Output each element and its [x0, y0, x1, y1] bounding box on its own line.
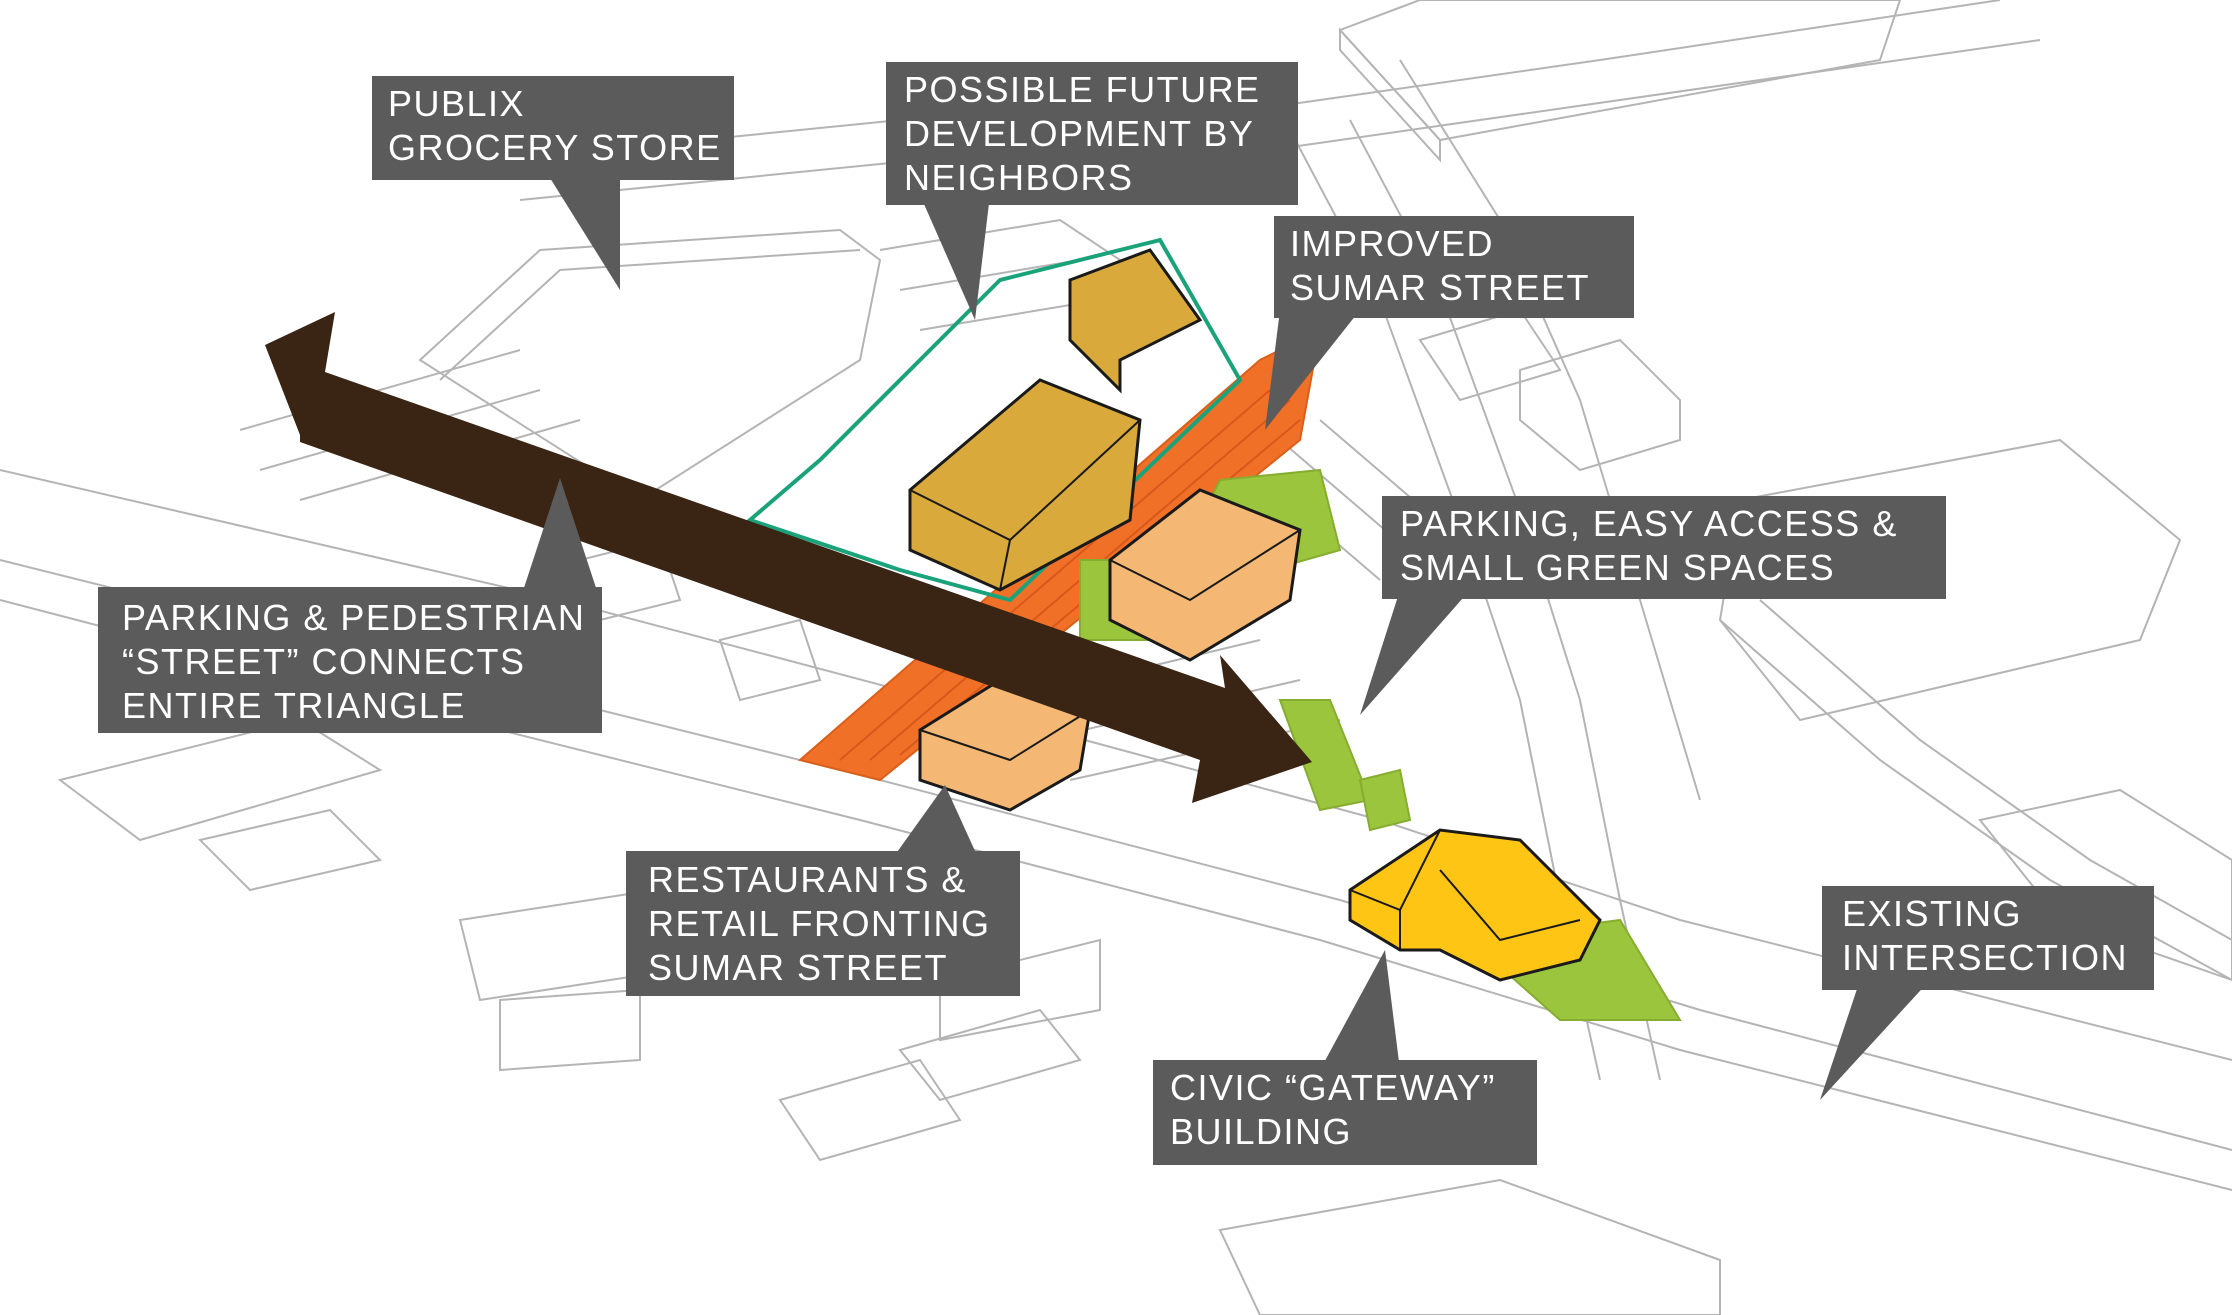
buildings — [908, 248, 1602, 982]
callout-parking-green-line-1: PARKING, EASY ACCESS & — [1400, 503, 1898, 544]
callout-restaurants-retail-line-3: SUMAR STREET — [648, 947, 948, 988]
civic-gateway-building — [1348, 828, 1602, 982]
callout-pedestrian-street: PARKING & PEDESTRIAN “STREET” CONNECTS E… — [98, 478, 602, 733]
callout-existing-intersection: EXISTING INTERSECTION — [1820, 886, 2154, 1100]
callout-restaurants-retail-box — [626, 851, 1020, 996]
callout-restaurants-retail-line-2: RETAIL FRONTING — [648, 903, 991, 944]
callouts: PUBLIX GROCERY STORE POSSIBLE FUTURE DEV… — [98, 62, 2154, 1165]
retail-building-north — [1108, 488, 1302, 662]
callout-improved-street: IMPROVED SUMAR STREET — [1265, 216, 1634, 430]
callout-parking-green-pointer — [1360, 590, 1470, 715]
callout-pedestrian-street-box — [98, 587, 602, 733]
callout-future-development: POSSIBLE FUTURE DEVELOPMENT BY NEIGHBORS — [886, 62, 1298, 320]
callout-publix-line-2: GROCERY STORE — [388, 127, 722, 168]
pedestrian-connection-arrow — [265, 312, 1312, 803]
callout-future-development-line-2: DEVELOPMENT BY — [904, 113, 1254, 154]
callout-existing-intersection-pointer — [1820, 980, 1930, 1100]
callout-publix-pointer — [545, 170, 620, 290]
callout-pedestrian-street-line-2: “STREET” CONNECTS — [122, 641, 526, 682]
callout-improved-street-box — [1274, 216, 1634, 318]
callout-future-development-line-1: POSSIBLE FUTURE — [904, 69, 1261, 110]
callout-future-development-pointer — [920, 195, 990, 320]
callout-pedestrian-street-pointer — [520, 478, 600, 600]
callout-improved-street-line-2: SUMAR STREET — [1290, 267, 1590, 308]
callout-restaurants-retail-pointer — [890, 785, 980, 862]
mixed-use-building — [908, 378, 1142, 592]
callout-restaurants-retail-line-1: RESTAURANTS & — [648, 859, 967, 900]
callout-publix-line-1: PUBLIX — [388, 83, 525, 124]
callout-civic-gateway-line-1: CIVIC “GATEWAY” — [1170, 1067, 1496, 1108]
callout-pedestrian-street-line-3: ENTIRE TRIANGLE — [122, 685, 466, 726]
callout-civic-gateway-box — [1153, 1060, 1537, 1165]
callout-civic-gateway-pointer — [1320, 950, 1400, 1070]
callout-civic-gateway-line-2: BUILDING — [1170, 1111, 1352, 1152]
callout-future-development-line-3: NEIGHBORS — [904, 157, 1134, 198]
callout-improved-street-pointer — [1265, 310, 1360, 430]
callout-existing-intersection-box — [1822, 886, 2154, 990]
callout-future-development-box — [886, 62, 1298, 205]
callout-civic-gateway: CIVIC “GATEWAY” BUILDING — [1153, 950, 1537, 1165]
callout-restaurants-retail: RESTAURANTS & RETAIL FRONTING SUMAR STRE… — [626, 785, 1020, 996]
callout-parking-green-box — [1382, 496, 1946, 599]
callout-parking-green-line-2: SMALL GREEN SPACES — [1400, 547, 1835, 588]
callout-improved-street-line-1: IMPROVED — [1290, 223, 1494, 264]
callout-publix-box — [372, 76, 734, 180]
callout-existing-intersection-line-2: INTERSECTION — [1842, 937, 2128, 978]
callout-parking-green: PARKING, EASY ACCESS & SMALL GREEN SPACE… — [1360, 496, 1946, 715]
future-building — [1068, 248, 1203, 394]
callout-existing-intersection-line-1: EXISTING — [1842, 893, 2022, 934]
callout-pedestrian-street-line-1: PARKING & PEDESTRIAN — [122, 597, 585, 638]
future-development-boundary — [746, 237, 1243, 603]
callout-publix: PUBLIX GROCERY STORE — [372, 76, 734, 290]
